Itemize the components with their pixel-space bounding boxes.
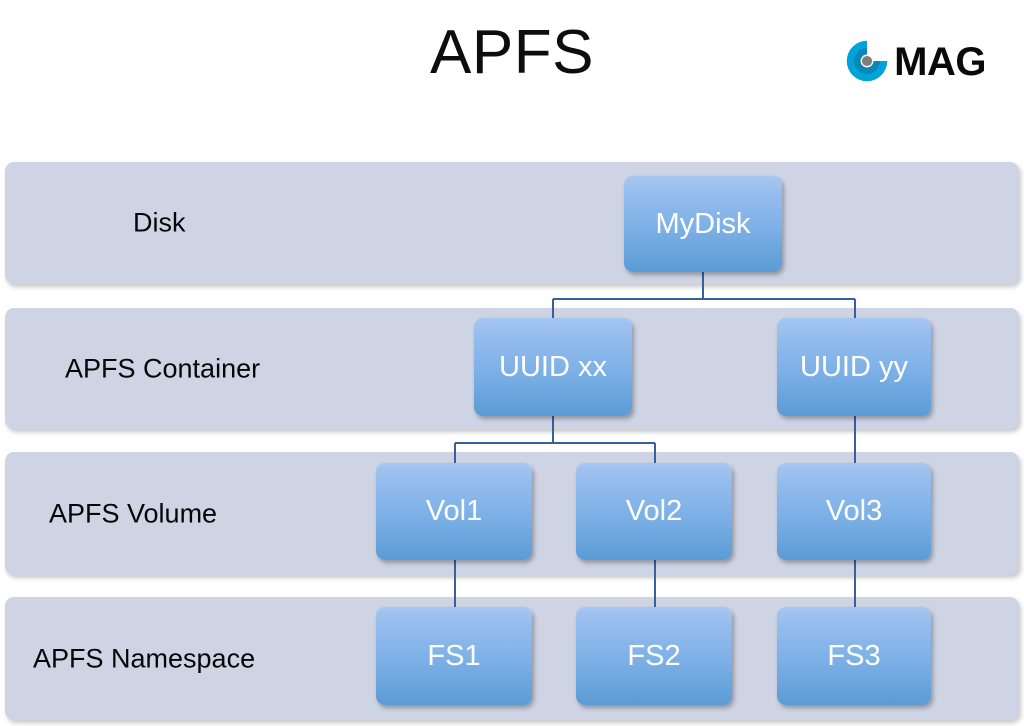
row-label-container: APFS Container — [65, 353, 261, 383]
node-fs1[interactable]: FS1 — [376, 607, 532, 705]
node-uuid-yy-label: UUID yy — [800, 350, 908, 383]
row-band-disk: Disk — [5, 162, 1019, 284]
node-vol3-label: Vol3 — [825, 495, 883, 527]
node-vol2[interactable]: Vol2 — [576, 463, 732, 560]
row-label-disk: Disk — [133, 207, 186, 238]
node-mydisk[interactable]: MyDisk — [624, 176, 782, 272]
node-fs3[interactable]: FS3 — [777, 607, 931, 705]
node-uuid-xx[interactable]: UUID xx — [474, 318, 632, 416]
node-fs1-label: FS1 — [427, 639, 481, 672]
node-vol1[interactable]: Vol1 — [376, 463, 532, 560]
row-label-namespace: APFS Namespace — [33, 643, 256, 673]
brand-logo-word: MAG — [894, 40, 986, 84]
node-fs3-label: FS3 — [827, 639, 881, 672]
brand-logo: MAG — [844, 38, 986, 84]
row-label-volume: APFS Volume — [49, 498, 218, 528]
cmag-circle-logo-icon — [846, 40, 888, 82]
node-vol3[interactable]: Vol3 — [777, 463, 931, 560]
node-mydisk-label: MyDisk — [655, 207, 751, 240]
node-uuid-xx-label: UUID xx — [499, 350, 607, 383]
node-uuid-yy[interactable]: UUID yy — [777, 318, 931, 416]
node-vol2-label: Vol2 — [625, 495, 683, 527]
node-fs2[interactable]: FS2 — [576, 607, 732, 705]
node-fs2-label: FS2 — [627, 639, 681, 672]
node-vol1-label: Vol1 — [425, 495, 483, 527]
page-title: APFS — [430, 18, 594, 87]
